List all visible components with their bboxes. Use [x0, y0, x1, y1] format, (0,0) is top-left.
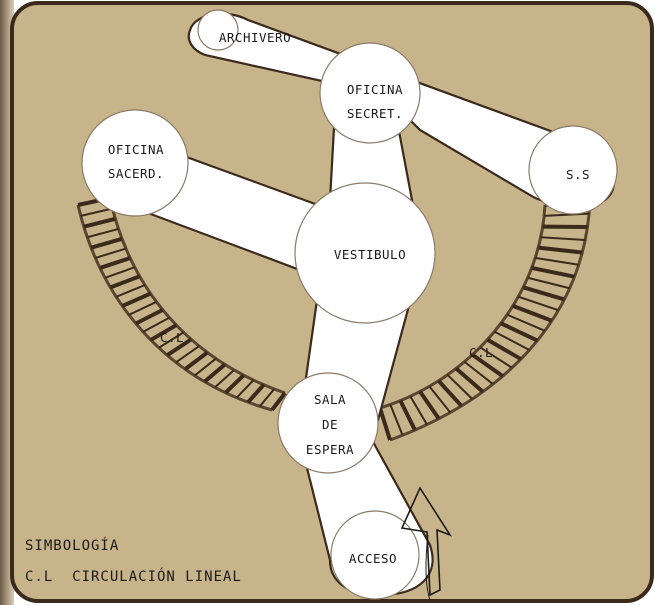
label-circulation-left: C.L: [160, 330, 184, 345]
label-archivero: ARCHIVERO: [219, 30, 291, 45]
legend-title: SIMBOLOGÍA: [25, 537, 119, 554]
label-oficina-secret-2: SECRET.: [347, 106, 403, 121]
label-vestibulo: VESTIBULO: [334, 247, 406, 262]
node-oficina-sacerd: [82, 110, 188, 216]
label-sala-3: ESPERA: [306, 442, 354, 457]
label-oficina-sacerd-1: OFICINA: [108, 142, 164, 157]
label-circulation-right: C.L: [469, 345, 493, 360]
label-oficina-sacerd-2: SACERD.: [108, 166, 164, 181]
legend-item: C.L CIRCULACIÓN LINEAL: [25, 567, 242, 585]
label-sala-1: SALA: [314, 392, 346, 407]
label-sala-2: DE: [322, 417, 338, 432]
label-acceso: ACCESO: [349, 551, 397, 566]
label-oficina-secret-1: OFICINA: [347, 82, 403, 97]
label-ss: S.S: [566, 167, 590, 182]
